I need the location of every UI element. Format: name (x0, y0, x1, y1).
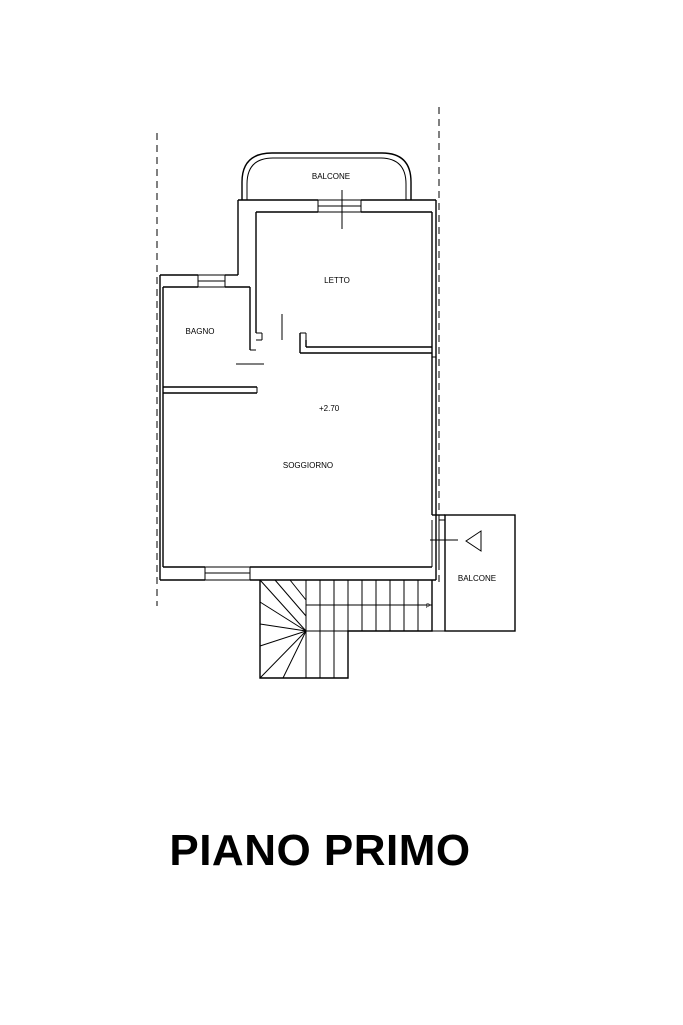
property-boundaries (156, 107, 440, 606)
room-label-letto: LETTO (324, 276, 350, 285)
right-balcony: BALCONE (430, 514, 516, 632)
room-label-bagno: BAGNO (186, 327, 215, 336)
room-label-balcone-top: BALCONE (312, 172, 350, 181)
triangle-arrow-icon (465, 530, 482, 552)
room-label-soggiorno: SOGGIORNO (283, 461, 333, 470)
page-title: PIANO PRIMO (169, 826, 471, 875)
exterior-walls (159, 190, 437, 581)
stair-mark: P (426, 604, 430, 610)
top-balcony: BALCONE (241, 152, 412, 200)
interior-walls (163, 287, 436, 394)
room-label-balcone-right: BALCONE (458, 574, 496, 583)
staircase: P (259, 579, 433, 679)
height-mark: +2.70 (319, 404, 340, 413)
